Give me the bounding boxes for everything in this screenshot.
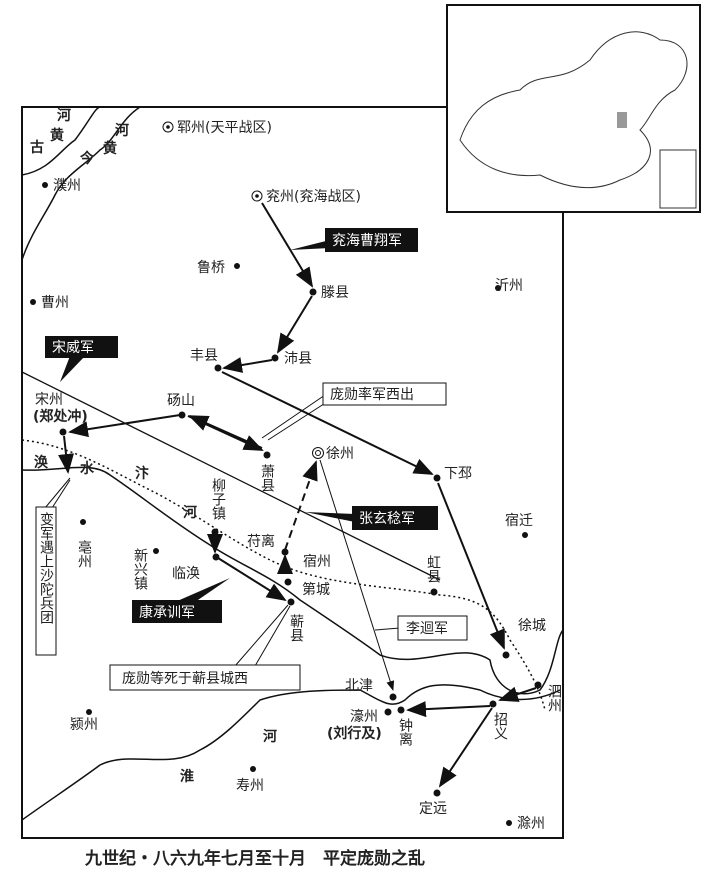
place-songzhou: 宋州 [35, 392, 63, 408]
svg-text:李迴军: 李迴军 [406, 621, 448, 637]
river-labels: 古黄河 今黄河 涣水 汴河 淮河 [30, 107, 277, 785]
place-suqian: 宿迁 [505, 512, 533, 529]
place-bozhou: 亳州 [76, 539, 92, 568]
map-frame [21, 106, 564, 839]
place-fuli: 苻离 [247, 533, 275, 550]
bian-canal [21, 439, 546, 711]
svg-text:变军遇上沙陀兵团: 变军遇上沙陀兵团 [38, 512, 54, 624]
svg-text:郓州(天平战区): 郓州(天平战区) [177, 120, 272, 136]
place-dangshan: 砀山 [167, 393, 195, 409]
vertical-labels: 萧县 柳子镇 新兴镇 亳州 蕲县 虹县 泗州 招义 钟离 [76, 464, 562, 746]
place-dicheng: 第城 [302, 581, 330, 598]
place-hongxian: 虹县 [425, 555, 441, 583]
svg-text:庞勋等死于蕲县城西: 庞勋等死于蕲县城西 [122, 670, 248, 687]
place-yunzhou: 郓州(天平战区) [162, 120, 272, 136]
place-caozhou: 曹州 [41, 295, 69, 311]
place-dingyuan: 定远 [419, 801, 447, 817]
inset-china-map [446, 4, 701, 213]
routes [58, 202, 537, 788]
callout-lijiong [397, 615, 468, 641]
svg-text:黄: 黄 [103, 140, 117, 157]
place-xucheng: 徐城 [518, 618, 546, 634]
place-luqiao: 鲁桥 [197, 260, 225, 276]
svg-text:黄: 黄 [50, 127, 64, 144]
place-yingzhou: 颍州 [70, 717, 98, 733]
place-chuzhou: 滁州 [517, 816, 545, 832]
svg-text:宋威军: 宋威军 [52, 340, 94, 356]
callout-songwei [45, 336, 118, 358]
place-xinxingzhen: 新兴镇 [132, 548, 148, 590]
place-puzhou: 濮州 [53, 178, 81, 194]
place-linhuan: 临涣 [172, 565, 200, 582]
callout-pangxun-death [109, 664, 301, 691]
callouts: 兖海曹翔军 宋威军 庞勋率军西出 张玄稔军 康承训军 李迴军 庞勋等死于蕲县城西… [35, 228, 468, 691]
svg-text:河: 河 [183, 504, 197, 521]
place-haozhou-note: (刘行及) [327, 725, 382, 742]
callout-pangxun-west [322, 382, 447, 406]
place-yanzhou: 兖州(兖海战区) [251, 189, 361, 205]
place-haozhou: 濠州 [350, 708, 378, 725]
place-qixian: 蕲县 [288, 614, 304, 642]
callout-shatuo [35, 506, 57, 656]
place-tengxian: 滕县 [321, 285, 349, 301]
svg-text:兖州(兖海战区): 兖州(兖海战区) [266, 189, 361, 205]
map-caption: 九世纪・八六九年七月至十月 平定庞勋之乱 [84, 848, 425, 869]
place-shouzhou: 寿州 [236, 777, 264, 794]
svg-text:淮: 淮 [180, 768, 194, 785]
place-fengxian: 丰县 [190, 348, 218, 364]
rivers [21, 106, 564, 821]
place-liuzizhen: 柳子镇 [210, 477, 226, 520]
place-xuzhou: 徐州 [312, 446, 354, 462]
callout-yanhai [325, 228, 418, 252]
svg-text:徐州: 徐州 [326, 446, 354, 462]
svg-text:河: 河 [115, 122, 129, 139]
svg-text:水: 水 [80, 460, 95, 477]
svg-text:河: 河 [57, 107, 71, 124]
place-yizhou: 沂州 [495, 278, 523, 294]
svg-text:康承训军: 康承训军 [139, 604, 195, 621]
callout-zhangxuan [352, 506, 438, 530]
place-zhongli: 钟离 [397, 717, 413, 746]
place-xiapi: 下邳 [444, 466, 472, 482]
svg-text:河: 河 [263, 728, 277, 745]
callout-kangcheng [132, 600, 222, 623]
svg-text:兖海曹翔军: 兖海曹翔军 [332, 233, 402, 249]
svg-text:今: 今 [79, 150, 94, 167]
place-songzhou-note: (郑处冲) [33, 408, 88, 425]
songwei-route [21, 371, 441, 581]
place-xiaoxian: 萧县 [259, 464, 275, 492]
place-suzhou: 宿州 [303, 553, 331, 570]
svg-text:庞勋率军西出: 庞勋率军西出 [330, 386, 414, 403]
place-zhaoyi: 招义 [492, 712, 508, 740]
svg-text:张玄稔军: 张玄稔军 [359, 510, 415, 527]
svg-text:涣: 涣 [34, 454, 49, 471]
places: 郓州(天平战区) 兖州(兖海战区) 濮州 鲁桥 滕县 曹州 沛县 丰县 沂州 宋… [30, 120, 546, 832]
place-beijin: 北津 [345, 678, 373, 694]
svg-text:古: 古 [30, 139, 44, 156]
svg-text:汴: 汴 [135, 465, 149, 482]
place-sizhou: 泗州 [546, 684, 562, 712]
place-peixian: 沛县 [284, 351, 312, 367]
